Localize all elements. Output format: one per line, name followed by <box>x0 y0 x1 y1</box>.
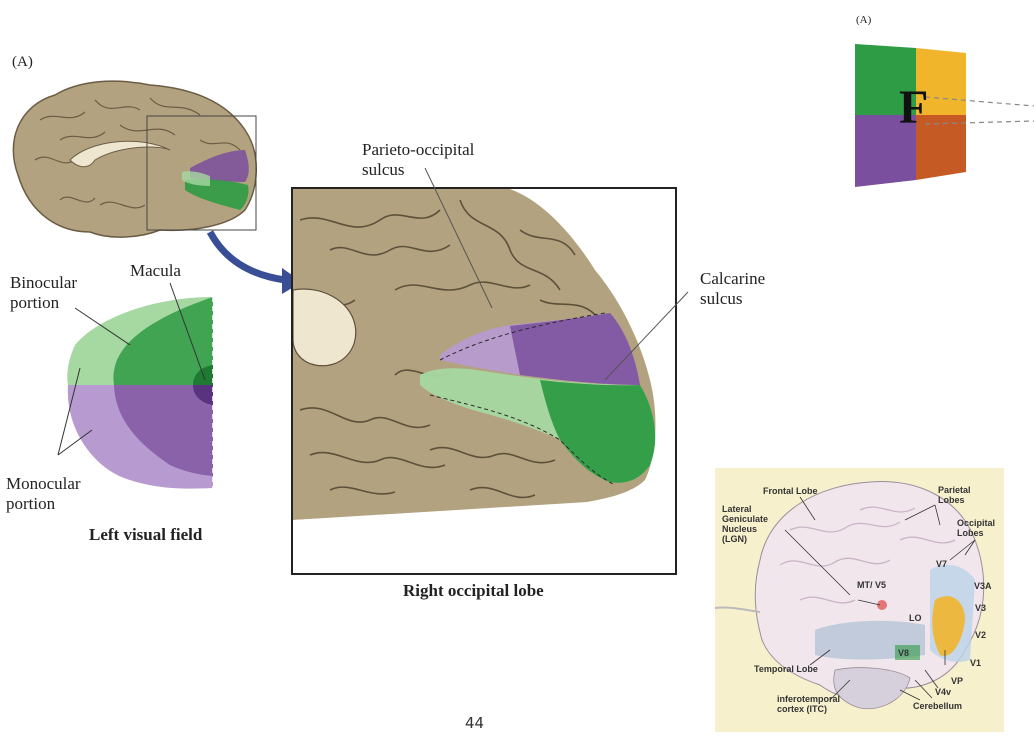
zoom-arrow <box>206 230 302 294</box>
occipital-leader-lines <box>424 167 689 381</box>
label-v3a: V3A <box>974 581 992 591</box>
label-v4v: V4v <box>935 687 952 697</box>
caption-right-occipital-lobe: Right occipital lobe <box>403 581 544 600</box>
label-macula: Macula <box>130 261 181 280</box>
visual-field-quadrants <box>855 44 1034 187</box>
label-calcarine-sulcus: Calcarine sulcus <box>700 269 766 308</box>
caption-left-visual-field: Left visual field <box>89 525 203 544</box>
label-v7: V7 <box>936 559 948 569</box>
label-v2: V2 <box>975 630 987 640</box>
letter-f: F <box>899 81 929 134</box>
medial-brain-thumbnail <box>12 80 257 238</box>
label-binocular-portion: Binocular portion <box>10 273 78 312</box>
label-vp: VP <box>951 676 964 686</box>
label-frontal-lobe: Frontal Lobe <box>763 486 818 496</box>
occipital-lobe-illustration <box>291 187 677 575</box>
label-lo: LO <box>909 613 922 623</box>
brain-panel-leader-lines <box>784 496 976 701</box>
visual-field-diagram <box>67 297 214 489</box>
label-v1: V1 <box>970 658 982 668</box>
label-mt-v5: MT/ V5 <box>857 580 887 590</box>
page-number: 44 <box>465 714 485 732</box>
label-temporal-lobe: Temporal Lobe <box>754 664 818 674</box>
label-cerebellum: Cerebellum <box>913 701 963 711</box>
panel-label-right: (A) <box>856 14 872 26</box>
label-parietal-lobes: Parietal Lobes <box>938 485 971 505</box>
label-itc: inferotemporal cortex (ITC) <box>777 694 841 714</box>
panel-label-left: (A) <box>12 54 33 70</box>
label-occipital-lobes: Occipital Lobes <box>957 518 996 538</box>
label-monocular-portion: Monocular portion <box>6 474 81 513</box>
left-leader-lines <box>57 282 206 456</box>
label-lgn: Lateral Geniculate Nucleus (LGN) <box>722 504 769 544</box>
label-v3: V3 <box>975 603 987 613</box>
label-v8: V8 <box>898 648 910 658</box>
zoom-box <box>146 115 257 231</box>
label-parieto-occipital-sulcus: Parieto-occipital sulcus <box>362 140 475 179</box>
